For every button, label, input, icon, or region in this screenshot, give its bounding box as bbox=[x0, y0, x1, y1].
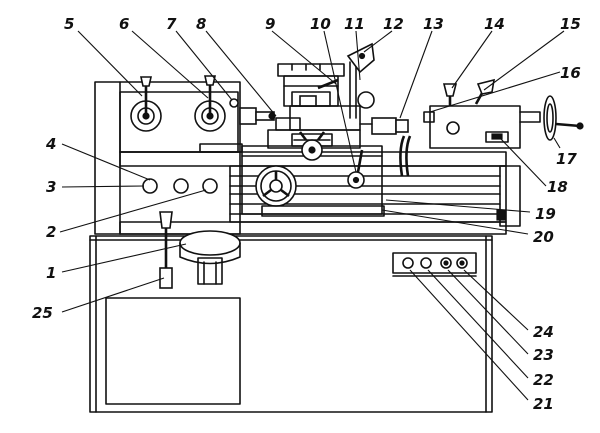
callout-7: 7 bbox=[166, 15, 177, 33]
callout-21: 21 bbox=[533, 395, 554, 413]
control-knob-22 bbox=[420, 257, 432, 269]
callout-11: 11 bbox=[344, 15, 365, 33]
callout-20: 20 bbox=[533, 228, 554, 246]
callout-12: 12 bbox=[383, 15, 404, 33]
callout-labels: 5 6 7 8 9 10 11 12 13 14 15 16 17 18 19 … bbox=[32, 15, 581, 413]
control-panel bbox=[392, 252, 477, 277]
lathe-base bbox=[89, 235, 493, 413]
callout-9: 9 bbox=[265, 15, 275, 33]
feed-knob-4 bbox=[173, 178, 189, 194]
callout-23: 23 bbox=[533, 346, 554, 364]
callout-15: 15 bbox=[560, 15, 581, 33]
callout-22: 22 bbox=[533, 371, 554, 389]
callout-8: 8 bbox=[196, 15, 206, 33]
tailstock-handwheel bbox=[543, 95, 557, 141]
callout-10: 10 bbox=[310, 15, 331, 33]
callout-17: 17 bbox=[556, 150, 577, 168]
callout-13: 13 bbox=[423, 15, 444, 33]
cabinet-door bbox=[105, 297, 241, 405]
callout-1: 1 bbox=[46, 264, 56, 282]
callout-5: 5 bbox=[64, 15, 74, 33]
motor-hood bbox=[179, 230, 241, 256]
feed-knob-2 bbox=[202, 178, 218, 194]
leader-lines bbox=[59, 30, 565, 401]
headstock bbox=[94, 75, 276, 235]
callout-16: 16 bbox=[560, 64, 581, 82]
tailstock bbox=[423, 78, 584, 149]
callout-2: 2 bbox=[46, 223, 56, 241]
callout-25: 25 bbox=[32, 304, 53, 322]
callout-19: 19 bbox=[535, 205, 556, 223]
carriage-apron bbox=[241, 145, 385, 217]
motor-cover bbox=[159, 211, 241, 289]
callout-6: 6 bbox=[119, 15, 129, 33]
callout-3: 3 bbox=[46, 178, 56, 196]
callout-24: 24 bbox=[533, 323, 554, 341]
callout-14: 14 bbox=[484, 15, 505, 33]
control-knob-21 bbox=[402, 257, 414, 269]
callout-4: 4 bbox=[45, 135, 56, 153]
feed-knob-3 bbox=[142, 178, 158, 194]
callout-18: 18 bbox=[547, 178, 568, 196]
